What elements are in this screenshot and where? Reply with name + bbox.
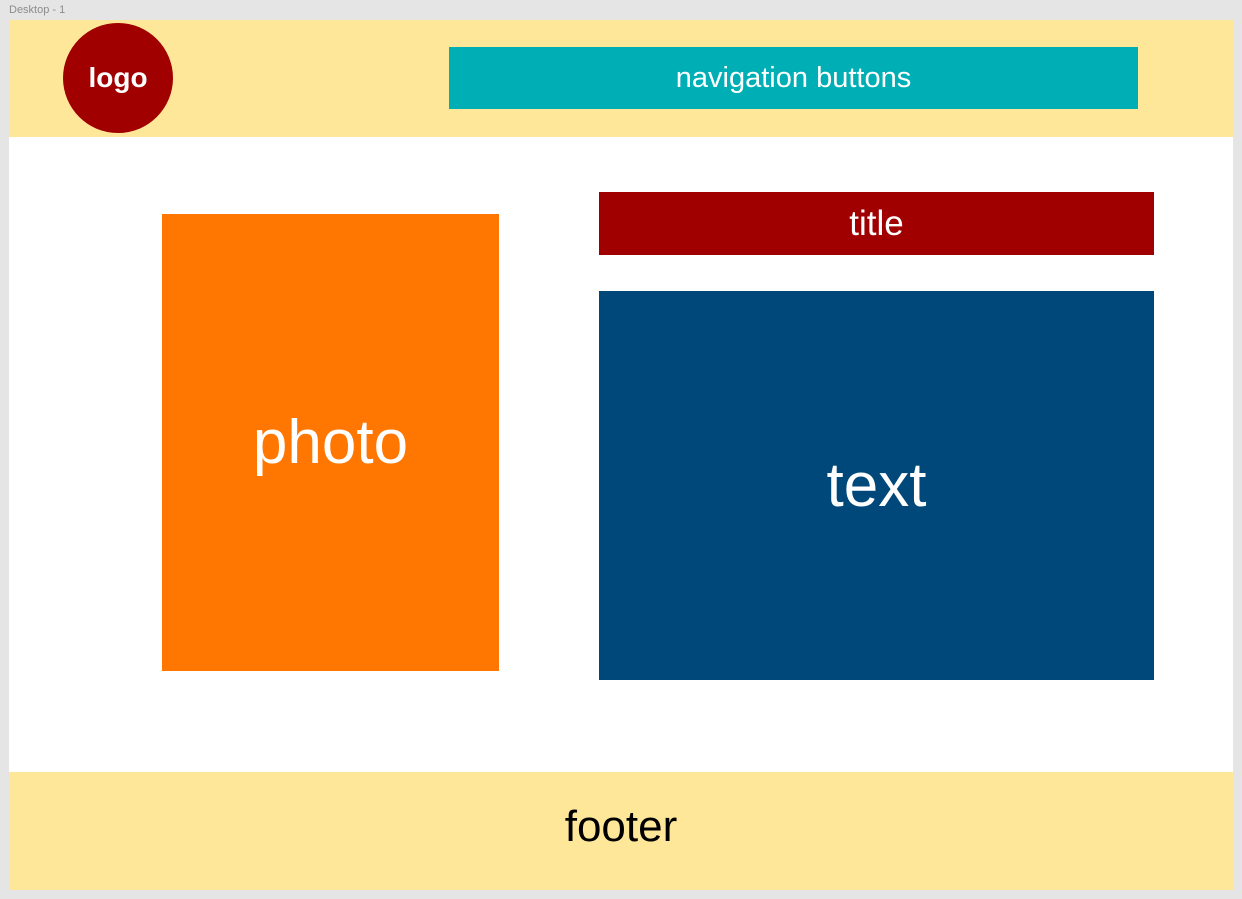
footer: footer: [9, 772, 1233, 890]
title-block: title: [599, 192, 1154, 255]
logo[interactable]: logo: [63, 23, 173, 133]
text-block: text: [599, 291, 1154, 680]
desktop-frame: logo navigation buttons photo title text…: [9, 20, 1233, 890]
photo-placeholder: photo: [162, 214, 499, 671]
navigation-buttons[interactable]: navigation buttons: [449, 47, 1138, 109]
header: logo navigation buttons: [9, 20, 1233, 137]
frame-label: Desktop - 1: [9, 4, 66, 16]
